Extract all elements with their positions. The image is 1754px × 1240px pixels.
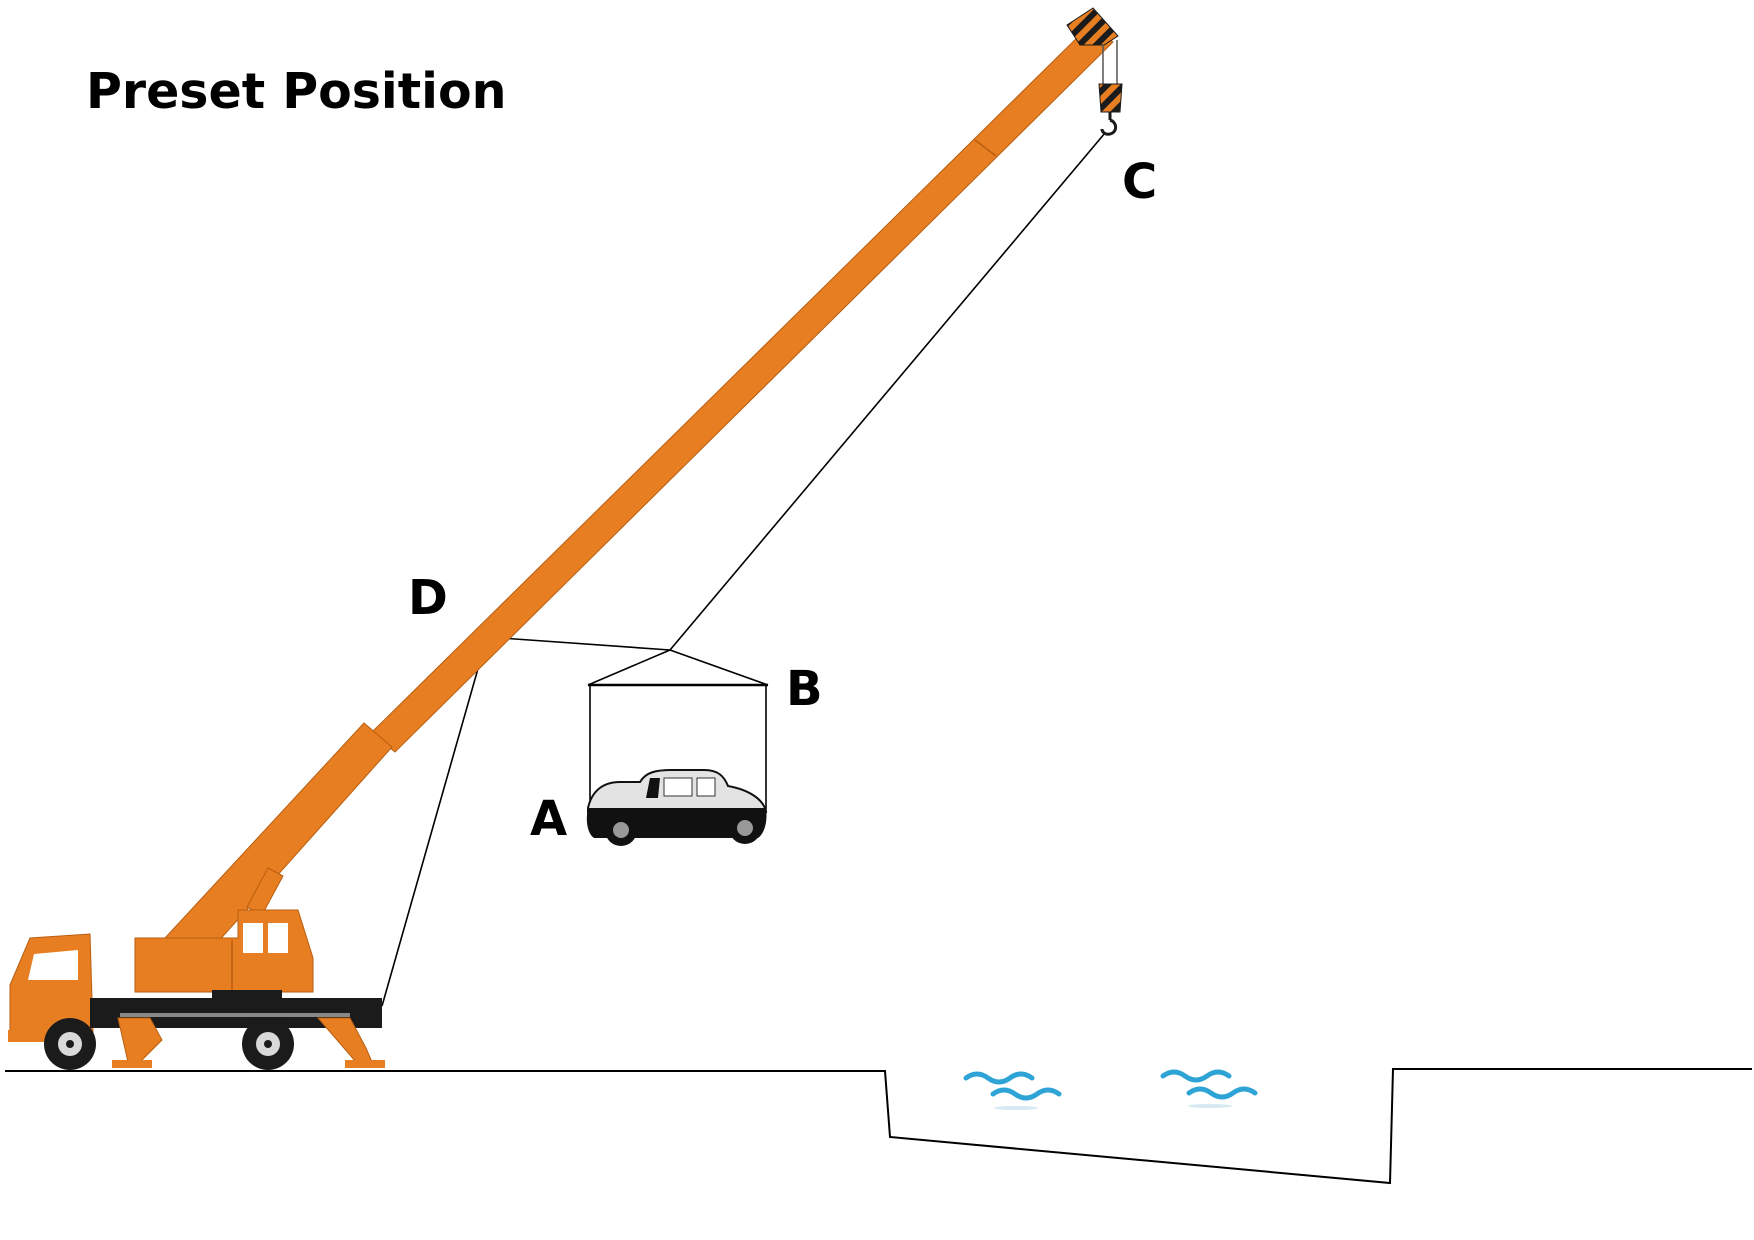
hook-icon — [1098, 83, 1123, 136]
ground-line — [5, 1068, 1752, 1185]
pulley-head — [1066, 7, 1119, 84]
water-waves-icon — [963, 1069, 1258, 1110]
crane-boom — [139, 24, 1114, 991]
point-label-b: B — [786, 661, 823, 717]
cables — [381, 132, 1106, 1007]
crane-truck-icon — [8, 909, 385, 1070]
point-label-c: C — [1122, 154, 1157, 210]
car-icon — [586, 769, 768, 846]
diagram-title: Preset Position — [86, 63, 507, 120]
point-label-d: D — [408, 570, 448, 626]
point-label-a: A — [530, 791, 567, 847]
